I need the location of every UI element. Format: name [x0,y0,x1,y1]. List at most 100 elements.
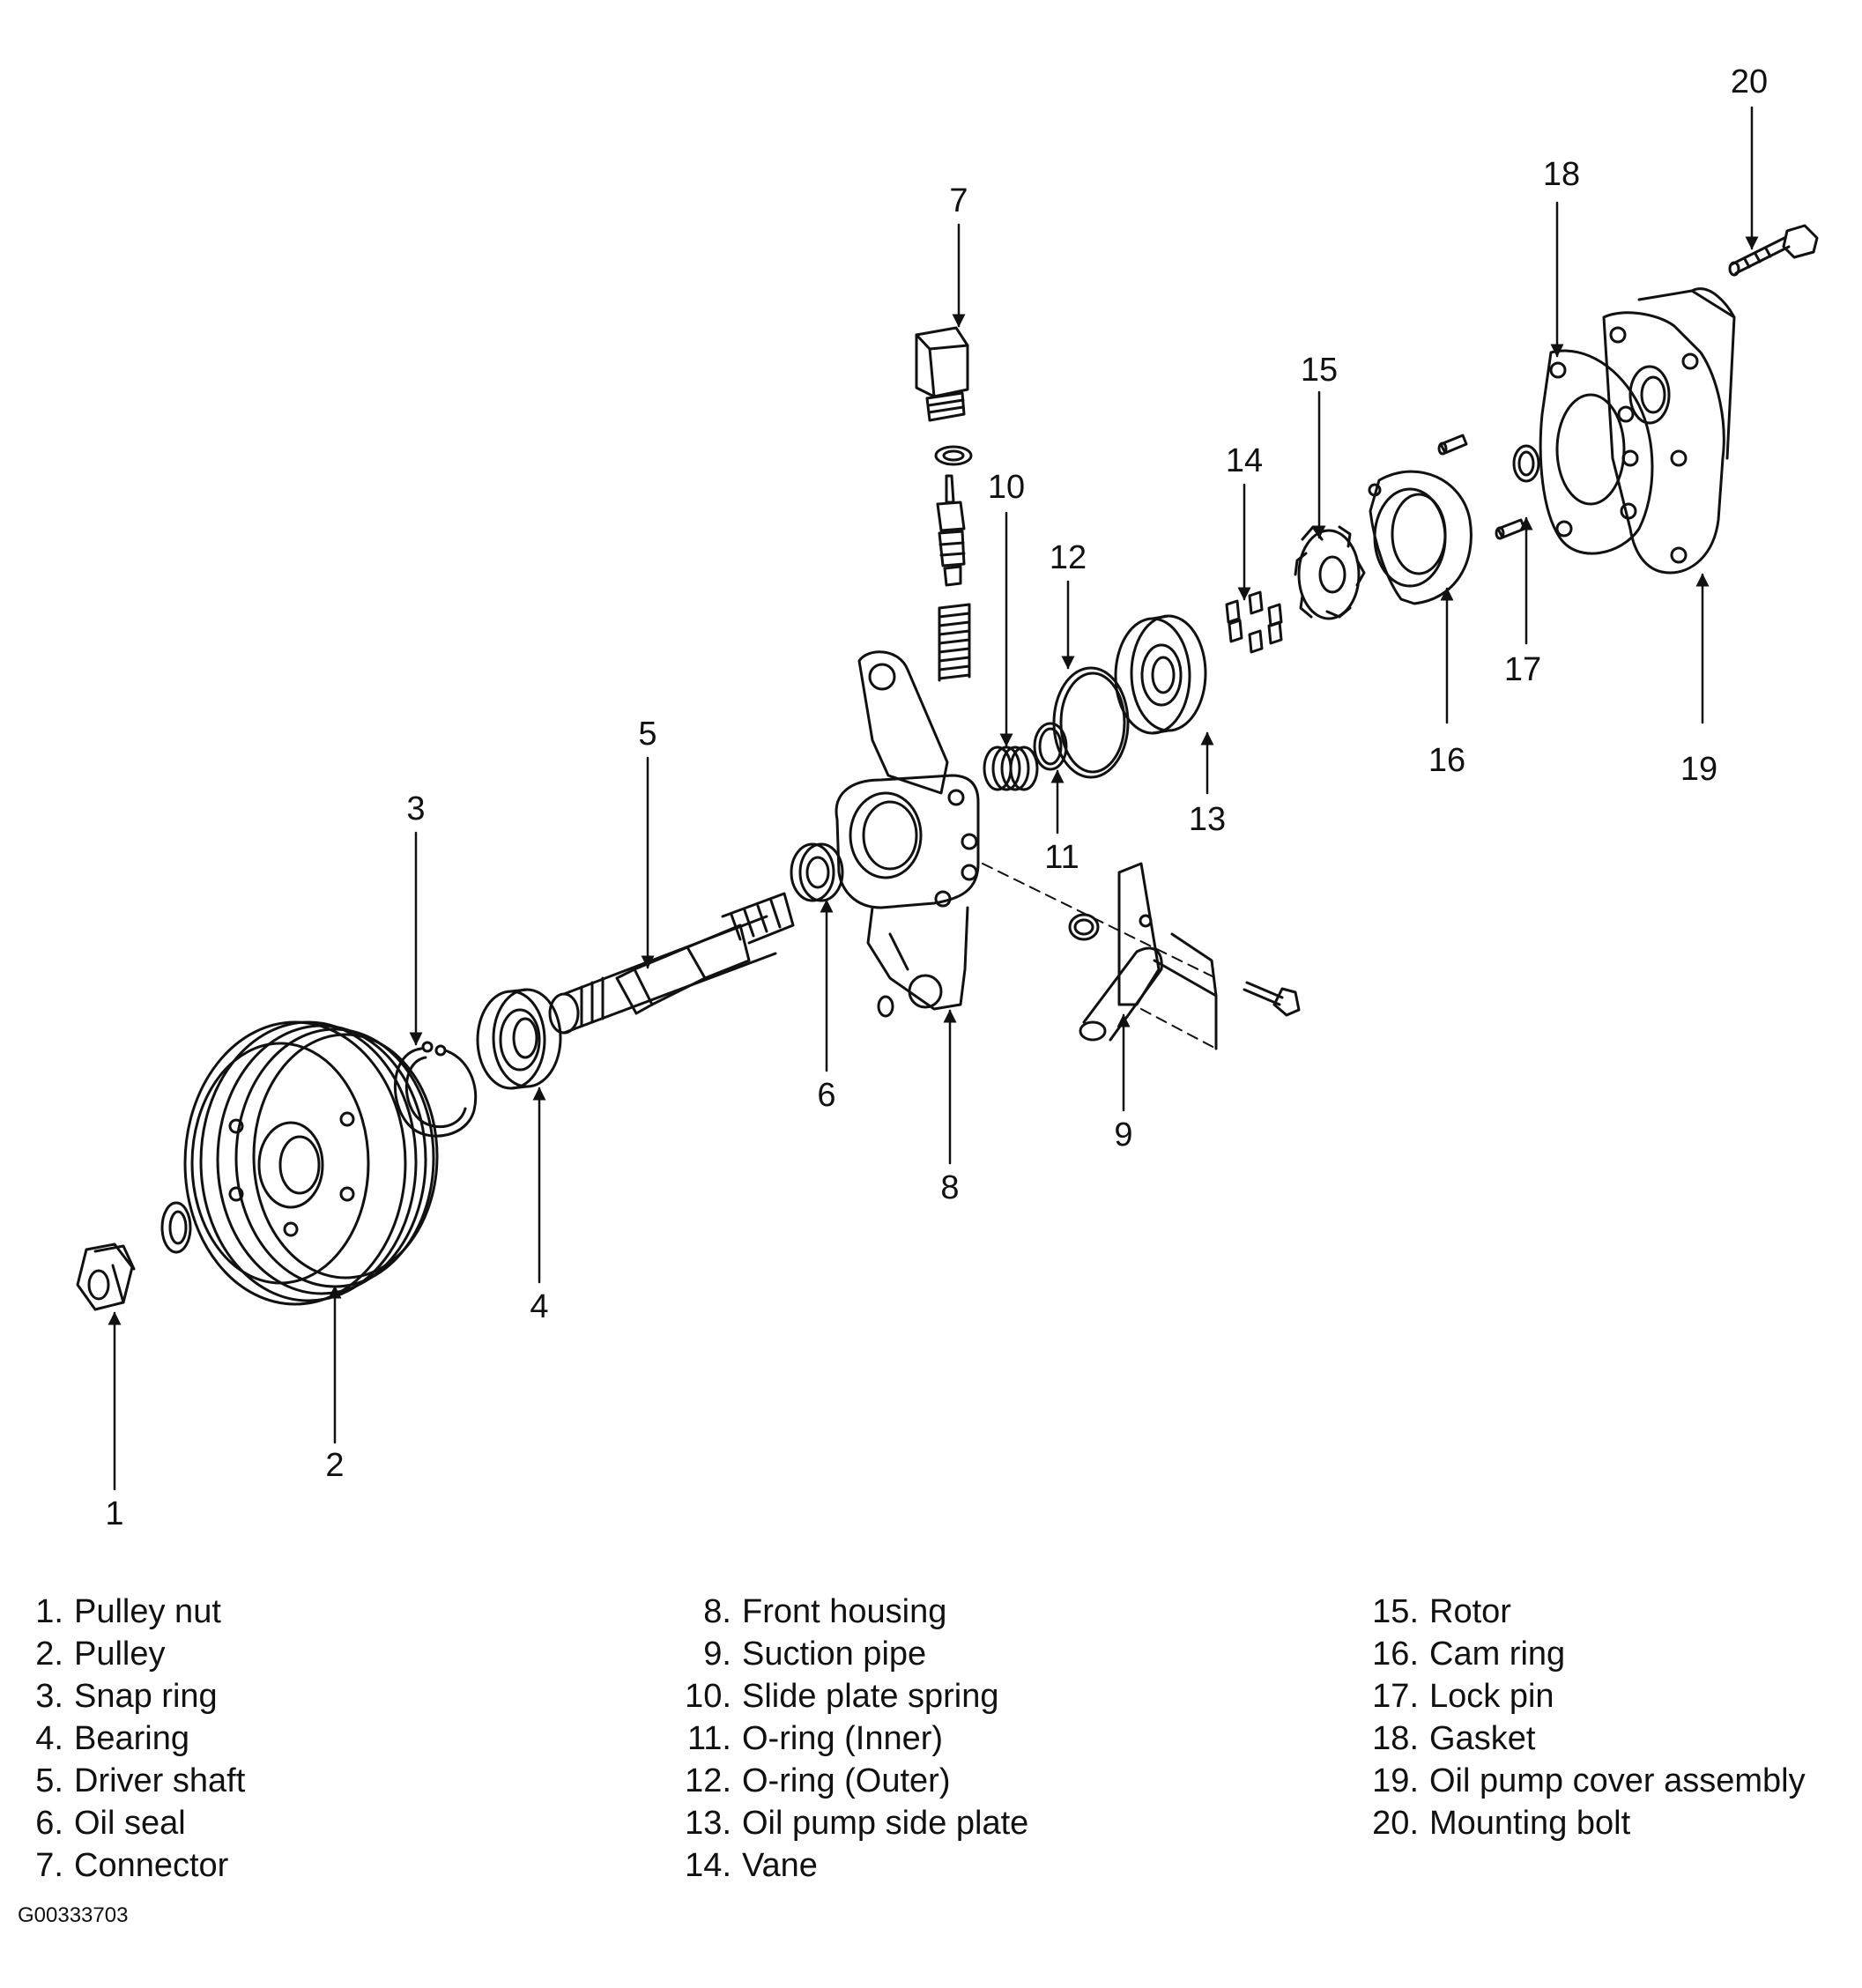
legend-column-3: 15. Rotor 16. Cam ring 17. Lock pin 18. Gask… [1366,1591,1806,1844]
oil-pump-side-plate-part [1114,614,1207,735]
legend-column-1: 1. Pulley nut 2.Pulley 3. Snap ring 4. Bear… [28,1591,245,1887]
exploded-view-diagram: 1 2 3 4 5 6 7 8 9 10 11 12 13 14 15 16 1… [76,63,1819,1532]
legend-number: 20. [1372,1805,1419,1842]
legend-label: Mounting bolt [1429,1805,1631,1842]
legend-label: Oil pump cover assembly [1429,1762,1806,1799]
legend-label: Rotor [1429,1593,1511,1630]
callout-11: 11 [1044,839,1079,876]
legend-label: O-ring (Inner) [742,1720,944,1757]
legend-label: Pulley [74,1636,166,1673]
legend-item: 19. Oil pump cover assembly [1366,1760,1806,1802]
legend-number: 17. [1372,1678,1419,1715]
callout-17: 17 [1504,651,1541,688]
callout-leaders [108,106,1759,1491]
legend-number: 12. [685,1762,731,1799]
legend-item: 12. O-ring (Outer) [679,1760,1028,1802]
legend-label: Cam ring [1429,1636,1566,1673]
callout-5: 5 [638,716,657,753]
legend-label: Gasket [1429,1720,1536,1757]
callout-16: 16 [1428,742,1465,779]
legend-label: Lock pin [1429,1678,1554,1715]
legend-item: 14. Vane [679,1844,1028,1887]
lock-pin-part [1437,434,1540,540]
rotor-part [1294,525,1366,620]
legend-column-2: 8. Front housing 9. Suction pipe 10. Slide … [679,1591,1028,1887]
callout-20: 20 [1731,63,1768,100]
legend-number: 15. [1372,1593,1419,1630]
callout-15: 15 [1301,352,1338,389]
legend-label: Driver shaft [74,1762,246,1799]
legend-label: Front housing [742,1593,947,1630]
legend-label: Slide plate spring [742,1678,999,1715]
legend-label: Bearing [74,1720,189,1757]
legend-item: 15. Rotor [1366,1591,1806,1633]
legend-number: 7. [35,1847,63,1884]
callout-4: 4 [530,1288,548,1325]
connector-part [915,326,973,682]
legend-item: 4. Bearing [28,1717,245,1760]
legend-label: O-ring (Outer) [742,1762,951,1799]
legend-number: 4. [35,1720,63,1757]
legend-item: 6. Oil seal [28,1802,245,1844]
suction-pipe-part [982,862,1301,1050]
legend-number: 1. [35,1593,63,1630]
oil-pump-cover-part [1602,287,1736,575]
front-housing-part [835,650,980,1018]
legend-item: 3. Snap ring [28,1675,245,1717]
legend-label: Snap ring [74,1678,218,1715]
legend-label: Pulley nut [74,1593,221,1630]
callout-2: 2 [325,1447,344,1484]
callout-3: 3 [406,790,425,827]
callout-10: 10 [988,469,1025,506]
pulley-nut-part [76,1242,136,1311]
slide-plate-spring-part [983,746,1039,791]
callout-1: 1 [105,1495,123,1532]
legend-item: 17. Lock pin [1366,1675,1806,1717]
legend-number: 10. [685,1678,731,1715]
figure-code: G00333703 [18,1903,129,1927]
o-ring-outer-part [1052,666,1130,779]
legend-item: 9. Suction pipe [679,1633,1028,1675]
snap-ring-part [394,1041,478,1138]
legend-number: 3. [35,1678,63,1715]
legend-item: 11. O-ring (Inner) [679,1717,1028,1760]
pulley-part [160,1020,439,1306]
callout-18: 18 [1543,156,1580,193]
legend-item: 2.Pulley [28,1633,245,1675]
callout-9: 9 [1114,1116,1132,1153]
callout-12: 12 [1050,539,1087,576]
legend-number: 8. [703,1593,731,1630]
callout-19: 19 [1680,751,1717,788]
callout-8: 8 [940,1169,959,1206]
legend-label: Suction pipe [742,1636,927,1673]
legend-item: 13.Oil pump side plate [679,1802,1028,1844]
legend-label: Connector [74,1847,229,1884]
bearing-part [476,988,562,1090]
o-ring-inner-part [1033,722,1068,771]
legend-number: 14. [685,1847,731,1884]
legend-item: 16. Cam ring [1366,1633,1806,1675]
mounting-bolt-part [1728,224,1819,277]
legend-label: Vane [742,1847,818,1884]
driver-shaft-part [548,892,795,1035]
cam-ring-part [1368,470,1473,605]
callout-14: 14 [1226,442,1263,479]
callout-6: 6 [817,1077,835,1114]
legend-number: 19. [1372,1762,1419,1799]
callout-13: 13 [1189,801,1226,838]
legend-item: 10. Slide plate spring [679,1675,1028,1717]
legend-item: 20. Mounting bolt [1366,1802,1806,1844]
legend-number: 6. [35,1805,63,1842]
legend-item: 1. Pulley nut [28,1591,245,1633]
legend-number: 11. [686,1720,731,1757]
legend-number: 9. [703,1636,731,1673]
vane-part [1225,590,1283,654]
legend-item: 8. Front housing [679,1591,1028,1633]
gasket-part [1539,349,1654,555]
legend-item: 18. Gasket [1366,1717,1806,1760]
legend-item: 5.Driver shaft [28,1760,245,1802]
legend-number: 18. [1372,1720,1419,1757]
legend-item: 7. Connector [28,1844,245,1887]
legend-label: Oil seal [74,1805,186,1842]
legend-number: 16. [1372,1636,1419,1673]
